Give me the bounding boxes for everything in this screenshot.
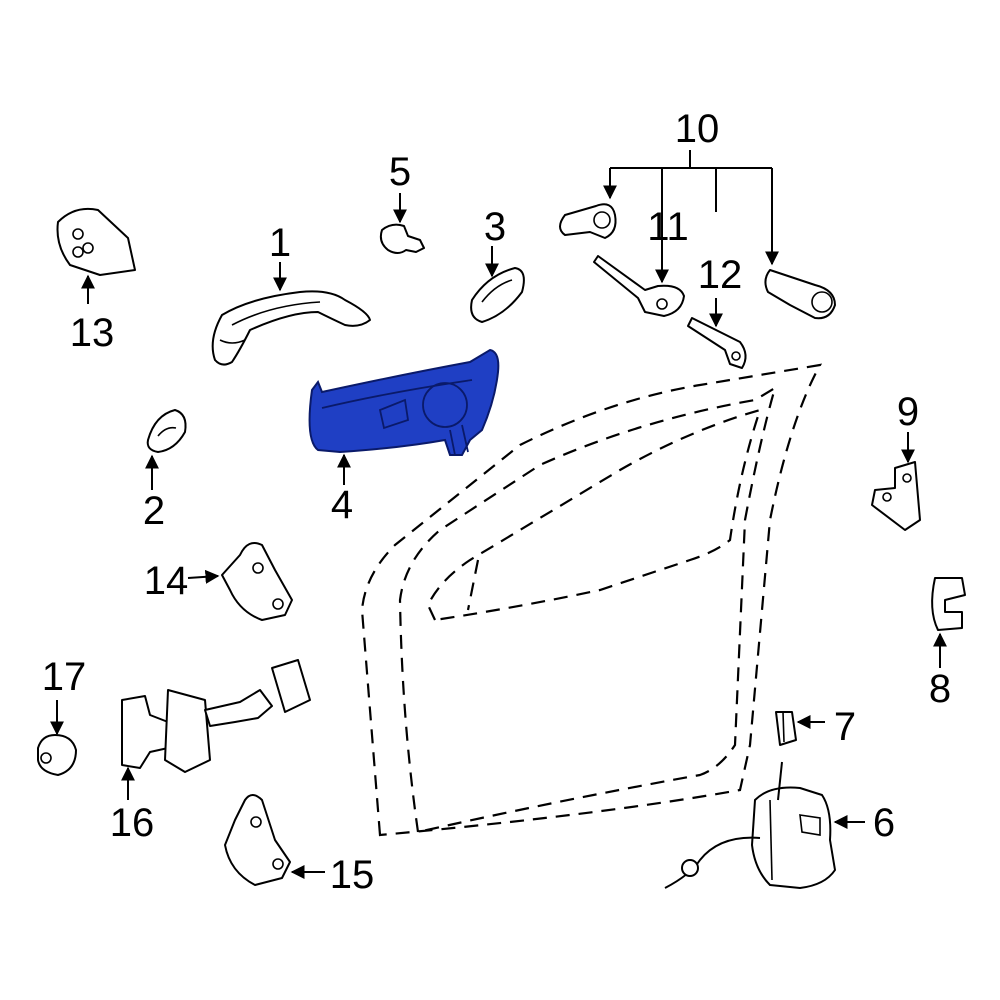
part-10-lock-cylinder-left (559, 203, 617, 239)
part-9-bracket (871, 461, 921, 531)
callout-12: 12 (698, 253, 743, 297)
callout-17: 17 (42, 655, 87, 699)
part-5-clip (379, 223, 425, 254)
part-15-lower-hinge (224, 794, 291, 886)
part-12-lever (687, 317, 747, 369)
callout-4: 4 (331, 483, 353, 527)
callout-11: 11 (647, 205, 689, 249)
callout-16: 16 (110, 801, 155, 845)
part-10-lock-cylinder-right (764, 269, 836, 320)
callout-5: 5 (389, 150, 411, 194)
part-2-handle-cap (146, 409, 187, 453)
callout-3: 3 (484, 205, 506, 249)
callout-labels: 1 2 3 4 5 6 7 8 9 10 11 12 13 14 15 16 1… (42, 107, 951, 897)
leader-lines (50, 150, 947, 879)
part-13-switch-housing (56, 207, 136, 276)
part-11-cylinder-rod (593, 255, 685, 317)
callout-2: 2 (143, 489, 165, 533)
callout-10: 10 (675, 107, 720, 151)
part-8-striker (931, 577, 966, 631)
part-3-bezel (470, 267, 525, 323)
callout-9: 9 (897, 390, 919, 434)
part-7-pin (775, 711, 797, 746)
part-4-handle-frame (308, 348, 500, 456)
callout-8: 8 (929, 667, 951, 711)
part-1-outside-handle (211, 290, 371, 366)
callout-7: 7 (834, 705, 856, 749)
part-6-lock-actuator (664, 761, 836, 889)
callout-15: 15 (330, 853, 375, 897)
callout-14: 14 (144, 559, 189, 603)
part-16-door-check (121, 659, 311, 773)
callout-1: 1 (269, 221, 291, 265)
callout-6: 6 (873, 801, 895, 845)
callout-13: 13 (70, 311, 115, 355)
part-14-upper-hinge (221, 542, 293, 621)
part-17-bushing (37, 734, 77, 776)
door-outline (360, 363, 823, 837)
